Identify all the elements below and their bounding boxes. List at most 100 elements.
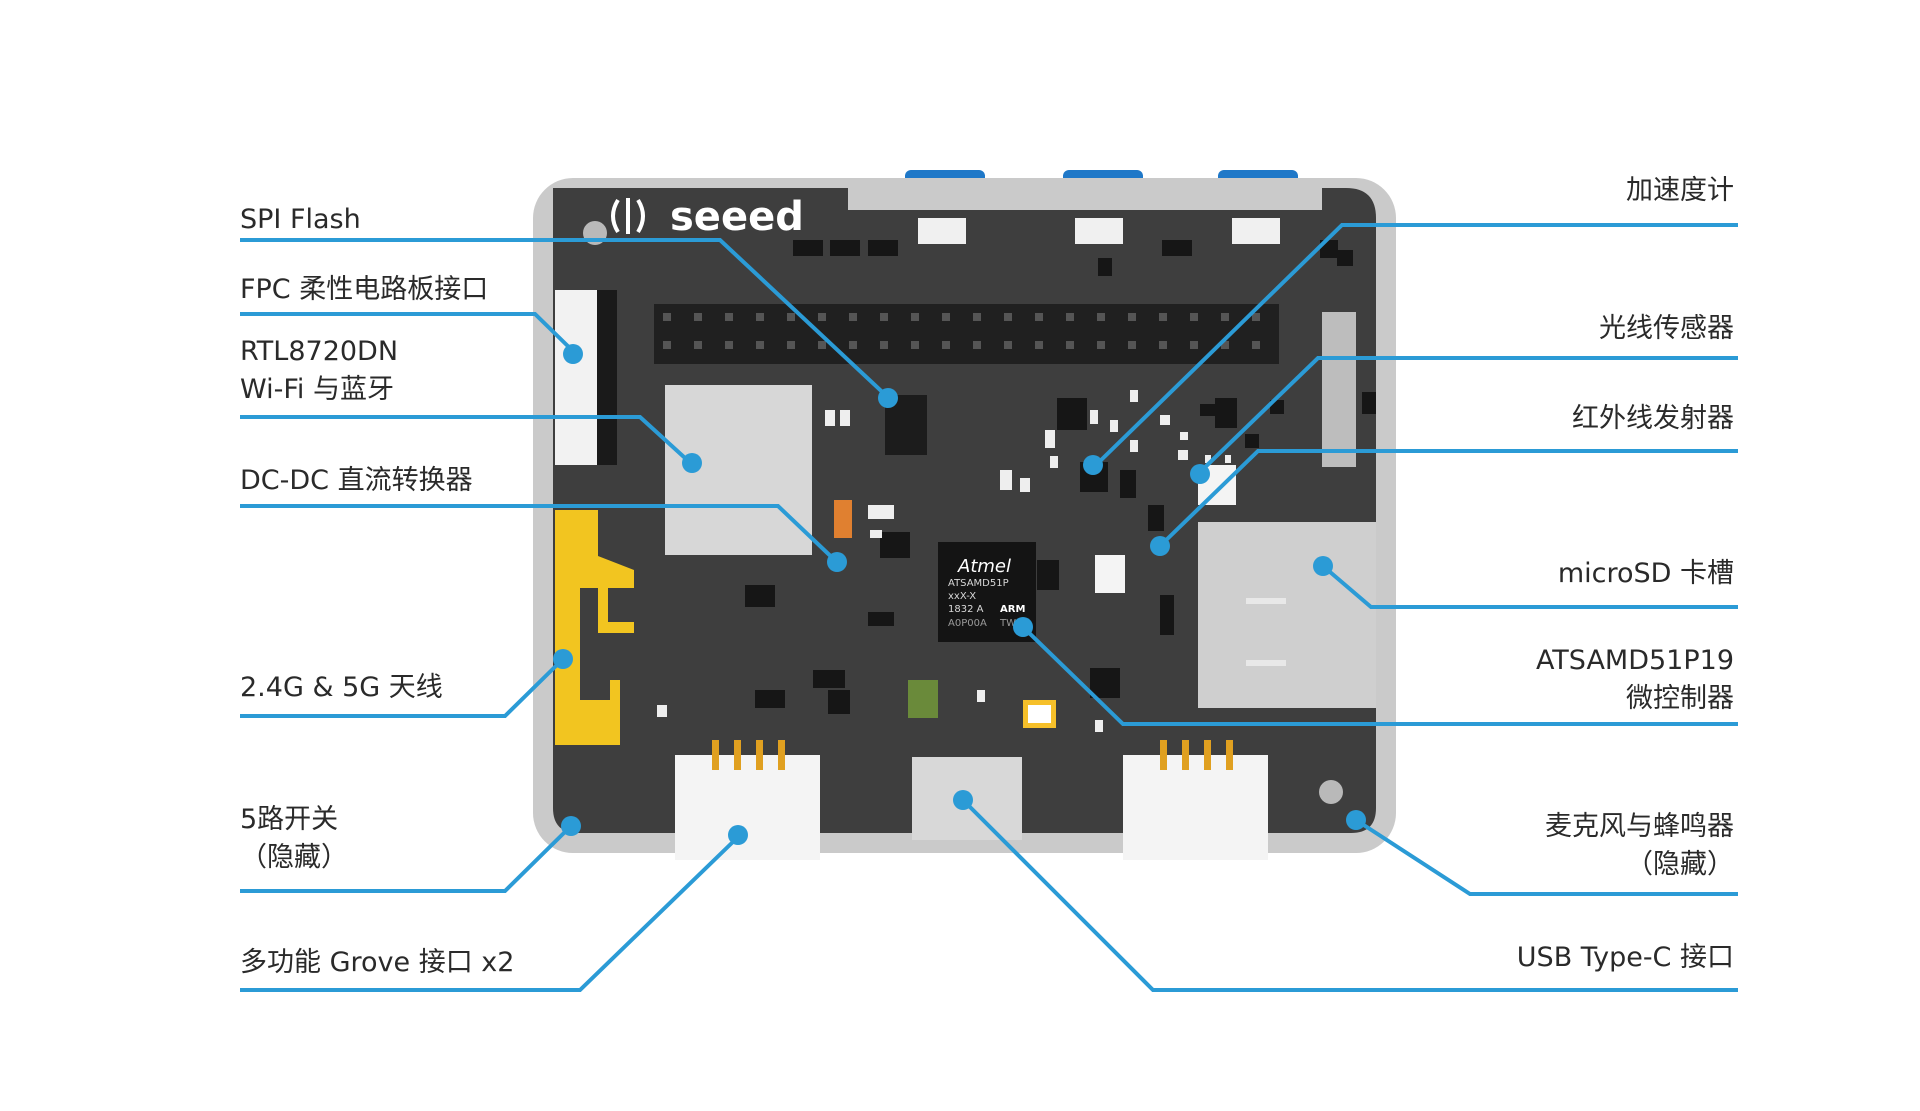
chip-date: 1832 A — [948, 604, 984, 615]
smd-part — [1162, 240, 1192, 256]
smd-light-part — [1160, 415, 1170, 425]
callout-line-fpc — [240, 312, 580, 358]
callout-dot-accel — [1083, 455, 1103, 475]
label-rtl: RTL8720DN Wi-Fi 与蓝牙 — [240, 333, 398, 409]
header-pin — [818, 313, 826, 321]
sd-mark-2 — [1246, 660, 1286, 666]
smd-part — [1120, 470, 1136, 498]
label-mic: 麦克风与蜂鸣器 （隐藏） — [1545, 808, 1734, 884]
mount-hole-bottom — [1319, 780, 1343, 804]
chip-brand: Atmel — [957, 556, 1011, 577]
header-pin — [1066, 313, 1074, 321]
header-pin — [1159, 341, 1167, 349]
callout-line-mcu — [1021, 625, 1738, 726]
smd-part — [1037, 560, 1059, 590]
smd-part — [868, 240, 898, 256]
side-connector — [1322, 312, 1356, 467]
callout-dot-mcu — [1013, 617, 1033, 637]
smd-part — [793, 240, 823, 256]
label-fpc: FPC 柔性电路板接口 — [240, 271, 488, 309]
smd-light-part — [1130, 440, 1138, 452]
header-pin — [663, 341, 671, 349]
header-pin — [725, 341, 733, 349]
smd-light-part — [1045, 430, 1055, 448]
smd-part — [1057, 398, 1087, 430]
label-switch-line2: （隐藏） — [240, 842, 348, 873]
callout-dot-usb — [953, 790, 973, 810]
smd-light-part — [1178, 450, 1188, 460]
header-pin — [1190, 313, 1198, 321]
callout-dot-rtl — [682, 453, 702, 473]
chip-origin: TW — [999, 618, 1016, 629]
smd-light-part — [840, 410, 850, 426]
smd-part — [1098, 258, 1112, 276]
header-pin — [756, 313, 764, 321]
label-fpc-text: FPC 柔性电路板接口 — [240, 274, 489, 305]
smd-light-part — [1205, 455, 1211, 463]
header-pin — [911, 341, 919, 349]
smd-part — [830, 240, 860, 256]
header-pin — [818, 341, 826, 349]
brand-text: seeed — [670, 194, 804, 240]
smd-light-part — [1130, 390, 1138, 402]
gpio-header — [654, 304, 1279, 364]
grove-pin — [756, 740, 763, 770]
smd-light-part — [825, 410, 835, 426]
header-pin — [663, 313, 671, 321]
slide-switch-1 — [918, 218, 966, 244]
header-pin — [1004, 313, 1012, 321]
callout-line-usb — [961, 798, 1738, 992]
smd-light-part — [1095, 720, 1103, 732]
mic-component — [908, 680, 938, 718]
microsd-slot — [1198, 522, 1376, 708]
callout-dot-microsd — [1313, 556, 1333, 576]
callout-dot-spi-flash — [878, 388, 898, 408]
smd-components — [657, 240, 1376, 732]
grove-pins — [712, 740, 1233, 770]
smd-part — [828, 690, 850, 714]
smd-light-part — [868, 505, 894, 519]
callout-line-switch — [240, 824, 573, 893]
label-microsd-text: microSD 卡槽 — [1557, 558, 1734, 589]
smd-part — [868, 612, 894, 626]
header-pin — [1066, 341, 1074, 349]
slide-switch-2 — [1075, 218, 1123, 244]
label-ir: 红外线发射器 — [1572, 400, 1734, 438]
grove-pin — [734, 740, 741, 770]
header-pin — [880, 313, 888, 321]
grove-connector-right — [1123, 755, 1268, 860]
smd-light-part — [1050, 456, 1058, 468]
header-pin — [1252, 341, 1260, 349]
callout-dot-ir — [1150, 536, 1170, 556]
header-pin — [1128, 341, 1136, 349]
callout-dot-fpc — [563, 344, 583, 364]
header-pin — [880, 341, 888, 349]
label-ir-text: 红外线发射器 — [1572, 403, 1734, 434]
smd-part — [1200, 404, 1218, 416]
yellow-component-inner — [1028, 705, 1051, 723]
smd-part — [1337, 250, 1353, 266]
label-switch: 5路开关 （隐藏） — [240, 801, 348, 877]
callout-dot-grove — [728, 825, 748, 845]
grove-connector-left — [675, 755, 820, 860]
label-accel: 加速度计 — [1626, 172, 1734, 210]
header-pin — [1252, 313, 1260, 321]
smd-part — [1148, 505, 1164, 531]
white-pad — [1095, 555, 1125, 593]
label-rtl-line2: Wi-Fi 与蓝牙 — [240, 374, 394, 405]
smd-light-part — [1020, 478, 1030, 492]
grove-pin — [712, 740, 719, 770]
label-light: 光线传感器 — [1599, 310, 1734, 348]
grove-pin — [1182, 740, 1189, 770]
chip-arm: ARM — [1000, 604, 1025, 615]
grove-pin — [1226, 740, 1233, 770]
smd-part — [1090, 668, 1120, 698]
callout-line-grove — [240, 835, 740, 992]
label-antenna-text: 2.4G & 5G 天线 — [240, 672, 443, 703]
header-pin — [694, 313, 702, 321]
callout-dot-switch — [561, 816, 581, 836]
callout-line-mic — [1354, 818, 1738, 896]
smd-part — [813, 670, 845, 688]
smd-part — [880, 532, 910, 558]
